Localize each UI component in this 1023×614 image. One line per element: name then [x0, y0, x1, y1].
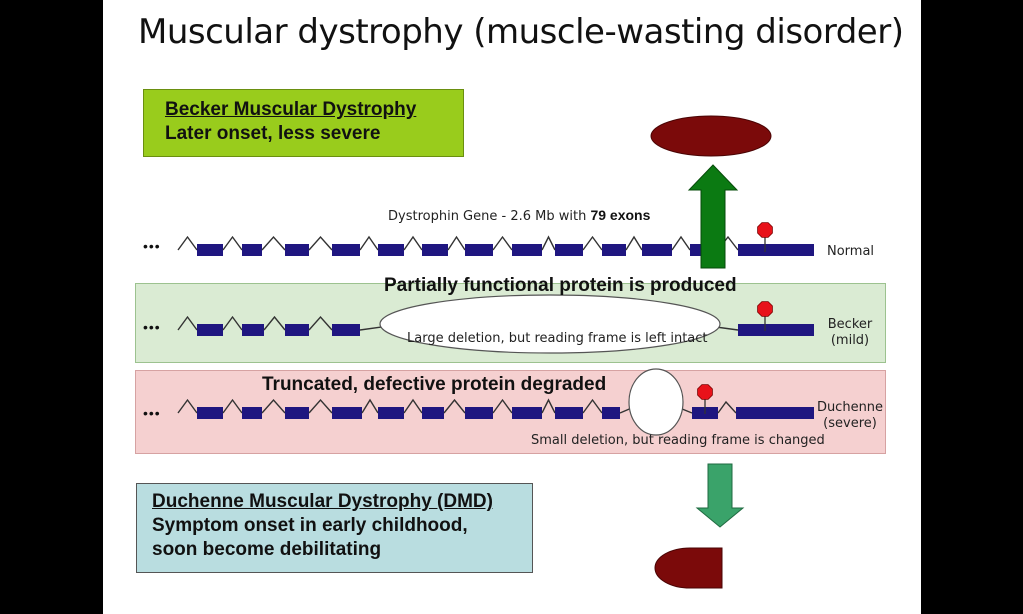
becker-ellipsis: •••: [143, 319, 161, 335]
intron-line: [541, 235, 556, 251]
dmd-info-box: Duchenne Muscular Dystrophy (DMD) Sympto…: [136, 483, 533, 573]
gene-caption: Dystrophin Gene - 2.6 Mb with 79 exons: [388, 207, 650, 224]
intron-line: [308, 398, 333, 414]
becker-label: Becker (mild): [820, 317, 880, 349]
intron-line: [671, 235, 691, 251]
intron-line: [625, 235, 643, 251]
duchenne-deletion-note: Small deletion, but reading frame is cha…: [531, 433, 825, 448]
normal-gene-row: [177, 222, 814, 256]
intron-line: [492, 398, 513, 414]
exon-block: [285, 244, 309, 256]
exon-block: [242, 324, 264, 336]
dmd-description-line1: Symptom onset in early childhood,: [152, 515, 468, 536]
stop-codon-icon: [757, 222, 773, 238]
intron-line: [308, 235, 333, 251]
exon-block: [242, 244, 262, 256]
normal-ellipsis: •••: [143, 238, 161, 254]
exon-block: [422, 407, 444, 419]
intron-line: [359, 235, 379, 251]
exon-block: [378, 407, 404, 419]
intron-line: [717, 400, 737, 414]
exon-block: [736, 407, 814, 419]
intron-line: [177, 315, 198, 331]
intron-line: [222, 315, 243, 331]
down-arrow-icon: [695, 463, 745, 528]
intron-line: [222, 398, 243, 414]
duchenne-label: Duchenne (severe): [813, 400, 887, 432]
becker-heading: Becker Muscular Dystrophy: [165, 99, 417, 120]
becker-deletion-note: Large deletion, but reading frame is lef…: [407, 331, 708, 346]
intron-line: [582, 235, 603, 251]
gene-caption-exons: 79 exons: [590, 207, 651, 223]
intron-line: [443, 398, 466, 414]
full-protein-icon: [650, 115, 772, 157]
dmd-heading: Duchenne Muscular Dystrophy (DMD): [152, 491, 493, 512]
duchenne-ellipsis: •••: [143, 405, 161, 421]
exon-block: [738, 324, 814, 336]
exon-block: [422, 244, 448, 256]
becker-label-line1: Becker: [827, 317, 873, 332]
exon-block: [285, 407, 309, 419]
exon-block: [602, 407, 620, 419]
intron-line: [177, 398, 198, 414]
becker-info-box: Becker Muscular Dystrophy Later onset, l…: [143, 89, 464, 157]
exon-block: [512, 407, 542, 419]
duchenne-label-line1: Duchenne: [816, 400, 884, 415]
up-arrow-icon: [687, 164, 739, 269]
large-deletion-oval: [379, 294, 721, 354]
exon-block: [512, 244, 542, 256]
intron-line: [492, 235, 513, 251]
exon-block: [332, 244, 360, 256]
intron-line: [541, 398, 556, 414]
gene-caption-prefix: Dystrophin Gene - 2.6 Mb with: [388, 209, 591, 224]
intron-line: [582, 398, 603, 414]
exon-block: [285, 324, 309, 336]
exon-block: [602, 244, 626, 256]
exon-block: [555, 407, 583, 419]
exon-block: [332, 407, 362, 419]
exon-block: [332, 324, 360, 336]
becker-label-line2: (mild): [830, 333, 870, 348]
exon-block: [242, 407, 262, 419]
duchenne-gene-row: [177, 384, 814, 419]
intron-line: [222, 235, 243, 251]
intron-line: [308, 315, 333, 331]
intron-line: [403, 398, 423, 414]
duchenne-label-line2: (severe): [823, 416, 877, 431]
exon-block: [555, 244, 583, 256]
normal-label: Normal: [827, 244, 875, 259]
truncated-protein-icon: [654, 547, 723, 589]
exon-block: [197, 244, 223, 256]
stop-codon-icon: [697, 384, 713, 400]
duchenne-caption: Truncated, defective protein degraded: [262, 374, 607, 395]
slide-title: Muscular dystrophy (muscle-wasting disor…: [138, 12, 904, 52]
intron-line: [361, 398, 379, 414]
dmd-description-line2: soon become debilitating: [152, 539, 382, 560]
becker-caption: Partially functional protein is produced: [384, 275, 737, 296]
exon-block: [197, 324, 223, 336]
exon-block: [465, 407, 493, 419]
exon-block: [197, 407, 223, 419]
exon-block: [465, 244, 493, 256]
intron-line: [403, 235, 423, 251]
intron-line: [261, 398, 286, 414]
exon-block: [642, 244, 672, 256]
becker-description: Later onset, less severe: [165, 123, 381, 144]
exon-block: [738, 244, 814, 256]
intron-line: [261, 235, 286, 251]
exon-block: [378, 244, 404, 256]
intron-line: [177, 235, 198, 251]
intron-line: [263, 315, 286, 331]
stop-codon-icon: [757, 301, 773, 317]
small-deletion-oval: [628, 368, 684, 436]
intron-line: [447, 235, 466, 251]
